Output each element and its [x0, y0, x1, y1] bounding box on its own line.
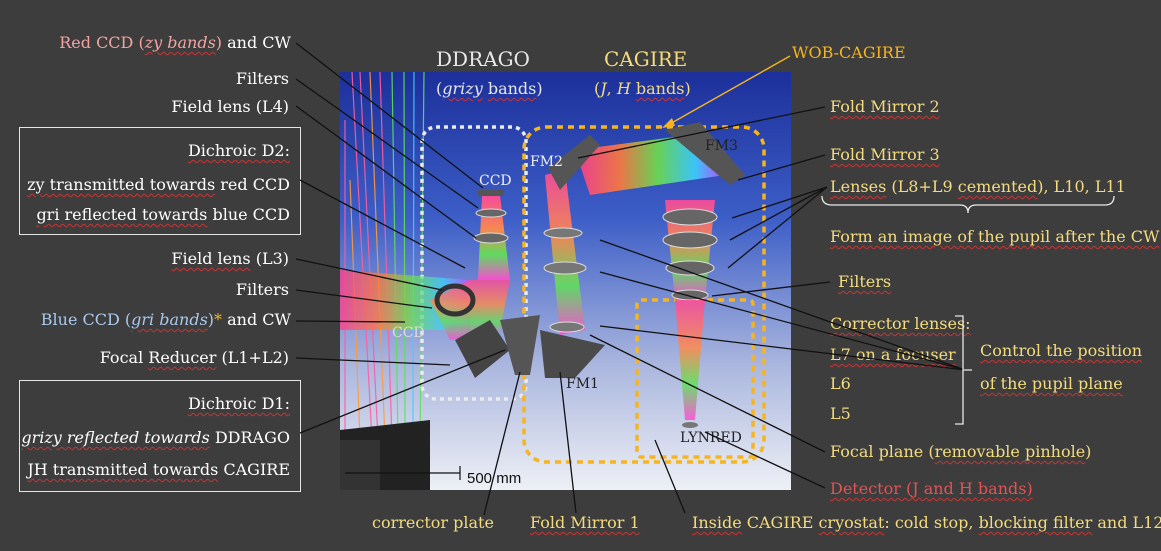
form-image-label: Form an image of the pupil after the CW — [830, 227, 1160, 246]
focal-reducer-label: Focal Reducer (L1+L2) — [99, 348, 289, 367]
scale-bar-label: 500 mm — [467, 470, 522, 487]
fm3-label: FM3 — [705, 138, 738, 154]
corrector-plate-label: corrector plate — [372, 513, 494, 532]
dichroic-d2-line2: gri reflected towards blue CCD — [36, 205, 290, 224]
dichroic-d1-line1: grizy reflected towards DDRAGO — [21, 428, 290, 447]
l6-label: L6 — [830, 374, 851, 393]
l7-label: L7 on a focuser — [830, 345, 956, 364]
fold-mirror-1-label: Fold Mirror 1 — [530, 513, 640, 532]
dichroic-d1-line2: JH transmitted towards CAGIRE — [27, 460, 290, 479]
ddrago-title: DDRAGO — [436, 47, 530, 71]
lenses-label: Lenses (L8+L9 cemented), L10, L11 — [830, 177, 1126, 196]
focal-plane-label: Focal plane (removable pinhole) — [830, 442, 1092, 461]
red-ccd-label: Red CCD (zy bands) and CW — [59, 33, 291, 52]
filters-mid-label: Filters — [235, 280, 289, 299]
dichroic-d2-title: Dichroic D2: — [187, 141, 290, 160]
l5-label: L5 — [830, 404, 851, 423]
dichroic-d2-line1: zy transmitted towards red CCD — [27, 175, 290, 194]
ddrago-subtitle: (grizy bands) — [436, 79, 543, 98]
field-lens-l4-label: Field lens (L4) — [171, 97, 289, 116]
fm2-label: FM2 — [530, 154, 563, 170]
blue-ccd-label: Blue CCD (gri bands)* and CW — [40, 310, 291, 329]
control-line1-label: Control the position — [980, 341, 1143, 360]
filters-top-label: Filters — [235, 69, 289, 88]
dichroic-d1-title: Dichroic D1: — [187, 394, 290, 413]
corrector-lenses-label: Corrector lenses: — [830, 314, 971, 333]
dichroic-d1-box: Dichroic D1: grizy reflected towards DDR… — [19, 380, 301, 492]
cagire-subtitle: (J, H bands) — [594, 79, 691, 98]
ccd-top-label: CCD — [479, 173, 512, 189]
inside-cryostat-label: Inside CAGIRE cryostat: cold stop, block… — [692, 513, 1161, 532]
filters-right-label: Filters — [838, 272, 892, 291]
detector-label: Detector (J and H bands) — [830, 479, 1033, 498]
dichroic-d2-box: Dichroic D2: zy transmitted towards red … — [19, 127, 301, 235]
ccd-bottom-label: CCD — [392, 325, 425, 341]
fold-mirror-2-label: Fold Mirror 2 — [830, 97, 940, 116]
lynred-label: LYNRED — [680, 430, 742, 446]
fm1-label: FM1 — [566, 376, 599, 392]
field-lens-l3-label: Field lens (L3) — [171, 249, 289, 268]
fold-mirror-3-label: Fold Mirror 3 — [830, 145, 940, 164]
control-line2-label: of the pupil plane — [980, 374, 1123, 393]
wob-cagire-label: WOB-CAGIRE — [792, 43, 906, 62]
cagire-title: CAGIRE — [604, 47, 688, 71]
